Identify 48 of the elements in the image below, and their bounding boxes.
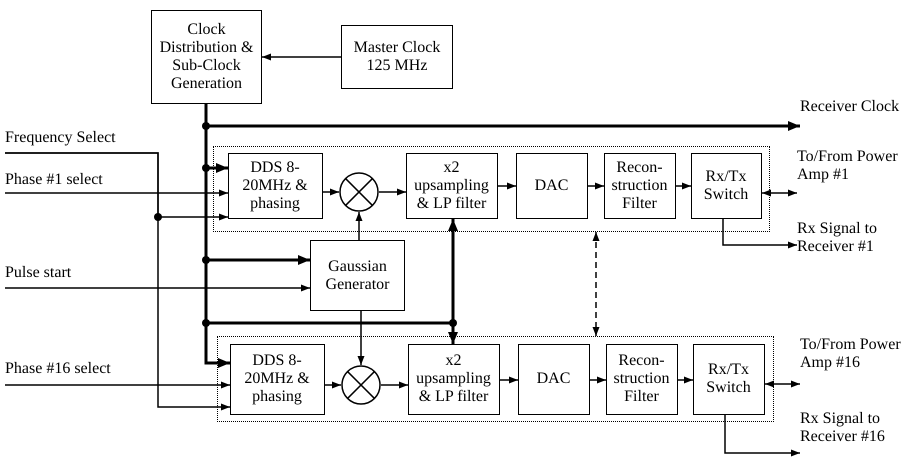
process-box: Rx/Tx Switch xyxy=(690,152,762,218)
arrow xyxy=(356,212,362,240)
process-box: Recon-struction Filter xyxy=(604,152,676,218)
arrow xyxy=(722,219,797,248)
signal-label: Frequency Select xyxy=(5,129,117,147)
signal-label: Rx Signal to Receiver #1 xyxy=(797,220,878,256)
arrow xyxy=(5,190,228,196)
process-box: x2 upsampling & LP filter xyxy=(406,152,498,218)
arrow xyxy=(724,415,800,456)
signal-label: To/From Power Amp #16 xyxy=(800,336,902,372)
signal-label: Phase #16 select xyxy=(5,360,112,378)
process-box: DAC xyxy=(516,152,588,218)
process-box: x2 upsampling & LP filter xyxy=(408,344,500,414)
arrow xyxy=(5,284,310,292)
process-box: DDS 8-20MHz & phasing xyxy=(230,344,324,414)
signal-label: Phase #1 select xyxy=(5,171,104,189)
arrow xyxy=(498,182,516,190)
arrow xyxy=(762,190,797,196)
arrow xyxy=(5,152,230,410)
signal-label: Rx Signal to Receiver #16 xyxy=(800,410,886,446)
process-box: Master Clock 125 MHz xyxy=(341,25,453,89)
arrow xyxy=(5,382,230,388)
channel-group-frame xyxy=(213,146,770,232)
arrow xyxy=(381,382,408,388)
arrow xyxy=(765,380,800,388)
arrow xyxy=(588,182,604,190)
process-box: Gaussian Generator xyxy=(310,240,405,311)
arrow xyxy=(678,376,693,384)
channel-group-frame xyxy=(217,336,774,422)
arrow xyxy=(262,54,341,60)
process-box: Clock Distribution & Sub-Clock Generation xyxy=(151,10,262,104)
arrow xyxy=(325,382,341,388)
process-box: Rx/Tx Switch xyxy=(692,344,764,414)
mixer-symbol xyxy=(338,172,378,212)
signal-label: Pulse start xyxy=(5,264,72,282)
mixer-symbol xyxy=(340,364,380,404)
arrow xyxy=(500,376,518,384)
arrow xyxy=(358,311,364,365)
arrow xyxy=(676,182,691,190)
process-box: Recon-struction Filter xyxy=(606,344,678,414)
signal-label: Receiver Clock xyxy=(800,98,900,116)
arrow xyxy=(379,188,406,196)
dashed-arrow xyxy=(592,232,600,336)
process-box: DAC xyxy=(518,344,590,414)
process-box: DDS 8-20MHz & phasing xyxy=(228,152,322,218)
signal-label: To/From Power Amp #1 xyxy=(797,148,899,184)
arrow xyxy=(323,188,339,196)
arrow xyxy=(590,376,606,384)
